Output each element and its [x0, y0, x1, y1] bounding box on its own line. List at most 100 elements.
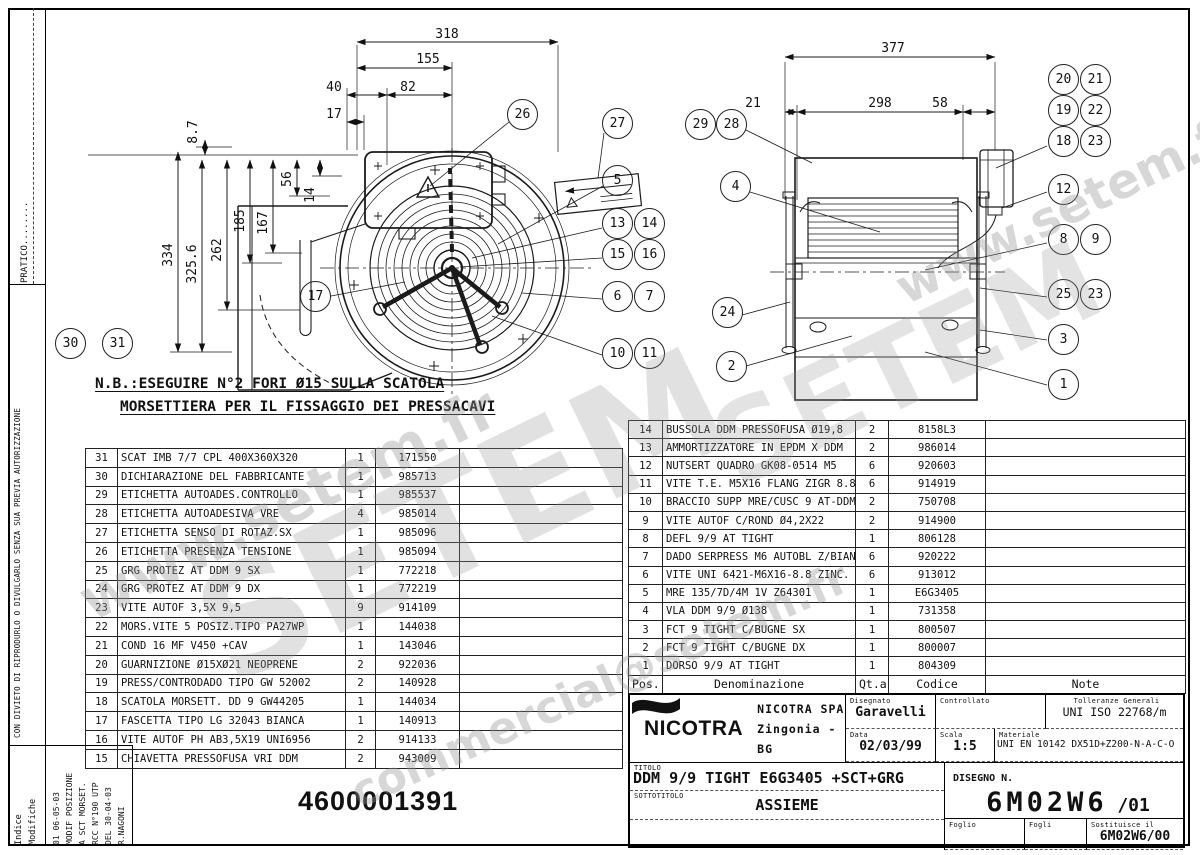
- dim-17: 17: [326, 107, 342, 122]
- bom-qty: 1: [345, 635, 376, 656]
- fogli-label: Fogli: [1029, 821, 1052, 829]
- bom-codice: 986014: [888, 438, 986, 458]
- bom-note: [985, 419, 1186, 440]
- balloon-15: 15: [602, 239, 633, 270]
- balloon-6: 6: [602, 281, 633, 312]
- bom-codice: 920603: [888, 456, 986, 476]
- bom-denominazione: BUSSOLA DDM PRESSOFUSA Ø19,8: [662, 419, 856, 440]
- bom-codice: 800007: [888, 638, 986, 658]
- bom-qty: 2: [855, 419, 889, 440]
- bom-note: [459, 729, 623, 750]
- bom-codice: 985537: [375, 485, 460, 506]
- balloon-10: 10: [602, 338, 633, 369]
- bom-header-bom-denominazione: Denominazione: [662, 674, 856, 694]
- bom-denominazione: PRESS/CONTRODADO TIPO GW 52002: [117, 673, 346, 694]
- bom-qty: 1: [345, 560, 376, 581]
- company-logo-cell: NICOTRA NICOTRA SPA Zingonia - BG: [630, 695, 846, 762]
- dim-8-7: 8.7: [186, 120, 201, 143]
- bom-pos: 19: [85, 673, 118, 694]
- bom-denominazione: DADO SERPRESS M6 AUTOBL Z/BIAN: [662, 547, 856, 567]
- left-strip-divider: [45, 8, 46, 846]
- bom-note: [459, 485, 623, 506]
- company-name: NICOTRA SPA: [757, 701, 845, 716]
- bom-denominazione: GRG PROTEZ AT DDM 9 SX: [117, 560, 346, 581]
- bom-qty: 1: [345, 579, 376, 600]
- bom-qty: 6: [855, 456, 889, 476]
- materiale-value: UNI EN 10142 DX51D+Z200-N-A-C-O: [997, 738, 1175, 750]
- bom-codice: 144038: [375, 617, 460, 637]
- balloon-16: 16: [634, 239, 665, 270]
- bom-codice: E6G3405: [888, 583, 986, 603]
- bom-denominazione: VITE T.E. M5X16 FLANG ZIGR 8.8: [662, 474, 856, 494]
- scala-label: Scala: [940, 730, 963, 739]
- dim-298: 298: [868, 96, 891, 111]
- dim-14: 14: [303, 187, 318, 203]
- bom-denominazione: ETICHETTA SENSO DI ROTAZ.SX: [117, 523, 346, 543]
- bom-qty: 9: [345, 598, 376, 619]
- bom-denominazione: VITE AUTOF C/ROND Ø4,2X22: [662, 510, 856, 531]
- nicotra-flag-icon: [632, 698, 680, 714]
- tolleranze-label: Tolleranze Generali: [1073, 697, 1160, 705]
- bom-pos: 7: [628, 547, 663, 567]
- bom-denominazione: VLA DDM 9/9 Ø138: [662, 601, 856, 622]
- disegno-label: DISEGNO N.: [953, 773, 1014, 784]
- terminal-box: [364, 151, 506, 240]
- bom-note: [459, 523, 623, 543]
- bom-codice: 8158L3: [888, 419, 986, 440]
- bom-pos: 6: [628, 565, 663, 585]
- bom-note: [985, 529, 1186, 549]
- balloon-23: 23: [1080, 279, 1111, 310]
- bom-pos: 8: [628, 529, 663, 549]
- bom-note: [985, 510, 1186, 531]
- bom-codice: 143046: [375, 635, 460, 656]
- bom-denominazione: FASCETTA TIPO LG 32043 BIANCA: [117, 711, 346, 731]
- bom-note: [985, 638, 1186, 658]
- bom-qty: 2: [345, 748, 376, 769]
- bom-codice: 985096: [375, 523, 460, 543]
- bom-note: [459, 711, 623, 731]
- left-view-centerlines: [320, 148, 595, 398]
- disegno-revision: /01: [1117, 795, 1150, 816]
- bom-qty: 2: [855, 438, 889, 458]
- right-view-housing: [785, 157, 987, 401]
- data-value: 02/03/99: [859, 738, 922, 754]
- bom-codice: 913012: [888, 565, 986, 585]
- bom-note: [985, 565, 1186, 585]
- dim-318: 318: [435, 27, 458, 42]
- bom-pos: 15: [85, 748, 118, 769]
- bom-codice: 914109: [375, 598, 460, 619]
- bom-denominazione: FCT 9 TIGHT C/BUGNE DX: [662, 638, 856, 658]
- bom-pos: 31: [85, 448, 118, 468]
- balloon-17: 17: [300, 281, 331, 312]
- bom-note: [459, 448, 623, 468]
- bom-pos: 16: [85, 729, 118, 750]
- left-strip-section-divider: [8, 284, 45, 285]
- bom-pos: 25: [85, 560, 118, 581]
- balloon-1: 1: [1048, 369, 1079, 400]
- bom-codice: 800507: [888, 620, 986, 640]
- bom-qty: 1: [855, 583, 889, 603]
- bom-pos: 30: [85, 466, 118, 487]
- bom-pos: 14: [628, 419, 663, 440]
- bom-qty: 2: [855, 492, 889, 512]
- bom-codice: 140913: [375, 711, 460, 731]
- bom-header-bom-qty: Qt.a: [855, 674, 889, 694]
- bom-header-bom-codice: Codice: [888, 674, 986, 694]
- dim-155: 155: [416, 52, 439, 67]
- bom-pos: 9: [628, 510, 663, 531]
- bom-note: [459, 635, 623, 656]
- bom-denominazione: DORSO 9/9 AT TIGHT: [662, 656, 856, 676]
